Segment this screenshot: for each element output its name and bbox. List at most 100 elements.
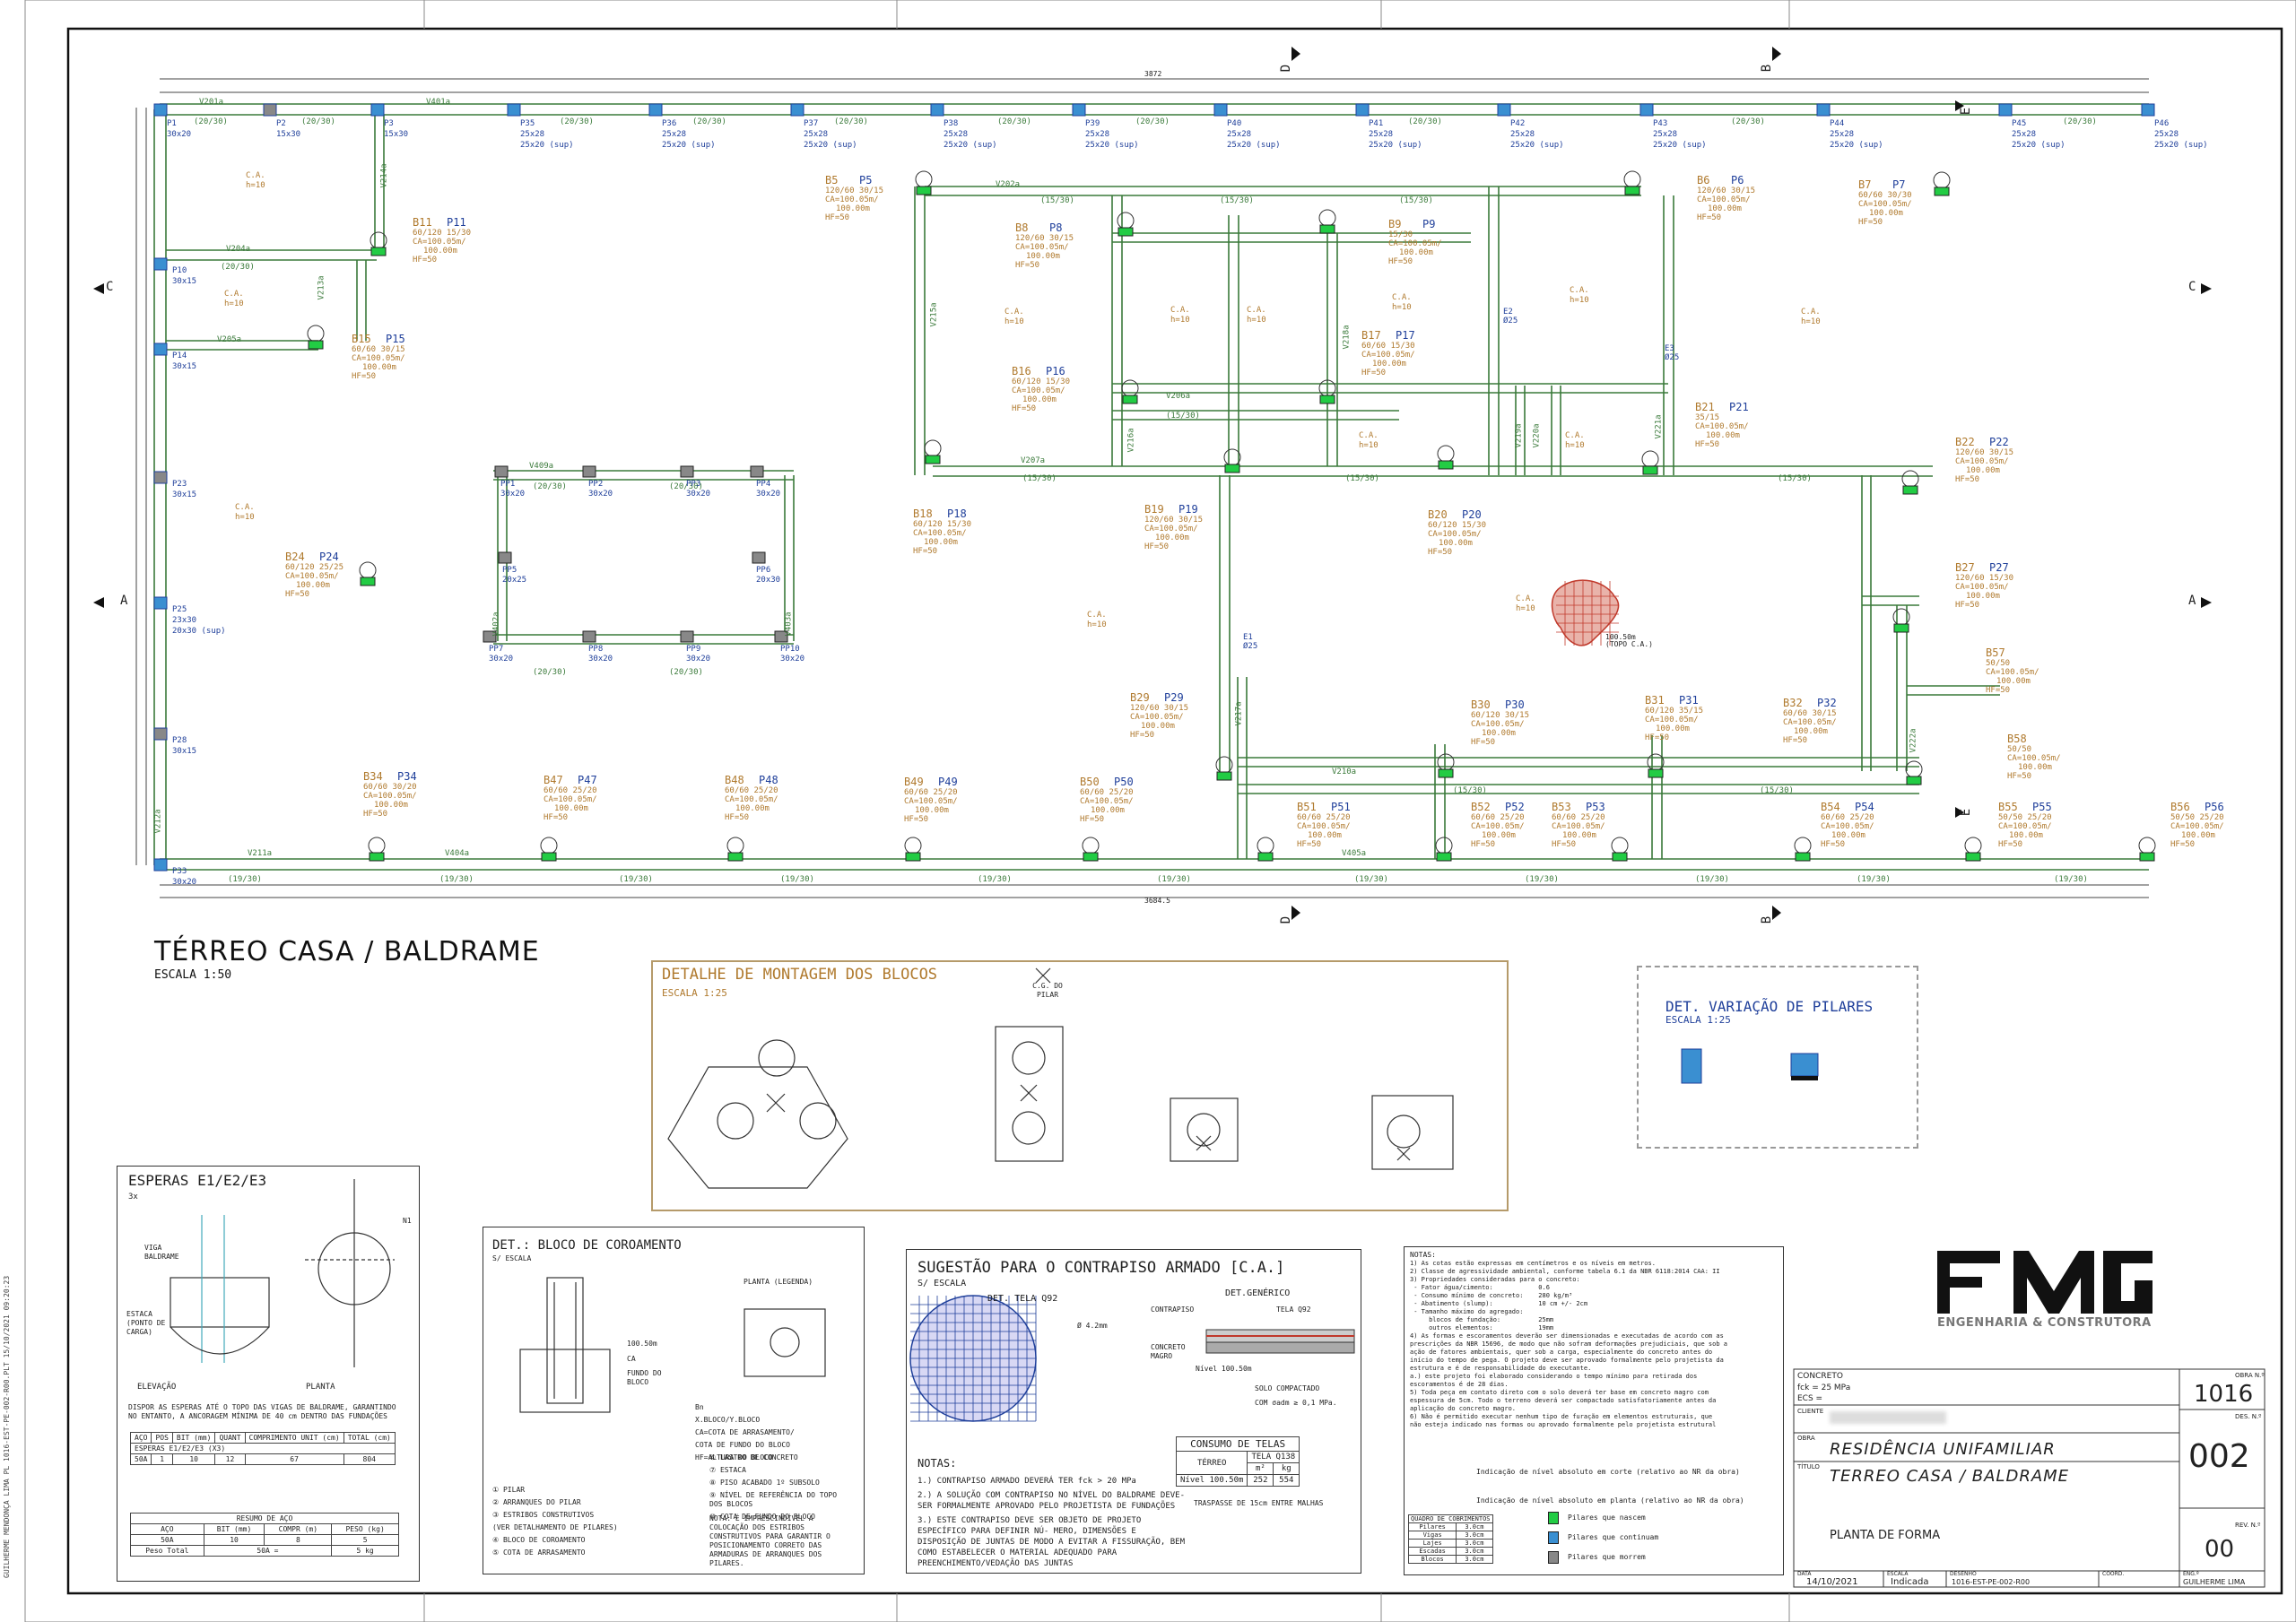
cob-cell-3-0: Escadas: [1407, 1547, 1457, 1556]
contrapiso-det-tela: DET. TELA Q92: [987, 1294, 1058, 1304]
block-symbol-8: [1318, 379, 1336, 404]
block-hf-b53: HF=50: [1552, 840, 1577, 849]
beam-size-17: (15/30): [1778, 474, 1812, 483]
block-label-b34: B34: [363, 770, 383, 783]
cob-title: QUADRO DE COBRIMENTOS: [1408, 1514, 1493, 1523]
contrapiso-nota-2: 3.) ESTE CONTRAPISO DEVE SER OBJETO DE P…: [918, 1516, 1186, 1568]
coro-item-0: ① PILAR: [492, 1486, 526, 1494]
pillar-size-p28: 30x15: [172, 747, 197, 756]
peso-total-label: Peso Total: [130, 1545, 204, 1557]
pillar-size-p37: 25x28: [804, 130, 829, 139]
block-ca2-b52: 100.00m: [1482, 831, 1516, 840]
beam-v214a: V214a: [379, 163, 389, 188]
tb-titulo-label: TÍTULO: [1797, 1463, 1820, 1470]
consumo-title: CONSUMO DE TELAS: [1175, 1436, 1300, 1452]
res-head-0: AÇO: [130, 1523, 204, 1535]
pillar-label-p1: P1: [167, 119, 177, 128]
section-e-bottom: E: [1959, 808, 1974, 817]
block-label-b8: B8: [1015, 221, 1029, 234]
block-symbol-22: [726, 837, 744, 862]
beam-size-28: (19/30): [2054, 875, 2088, 884]
block-ca1-b32: CA=100.05m/: [1783, 718, 1837, 727]
beam-size-1: (20/30): [301, 117, 335, 126]
block-ca1-b21: CA=100.05m/: [1695, 422, 1749, 431]
coro-item2-0: ⑥ LASTRO DE CONCRETO: [709, 1453, 798, 1462]
ca-label-1: C.A.: [224, 290, 244, 299]
block-ca2-b19: 100.00m: [1155, 533, 1189, 542]
pillar-label-p2: P2: [276, 119, 286, 128]
block-symbol-27: [1611, 837, 1629, 862]
consumo-r2: 554: [1273, 1474, 1300, 1487]
tb-titulo: TERREO CASA / BALDRAME: [1830, 1467, 2070, 1486]
pillar-size-p23: 30x15: [172, 490, 197, 499]
block-hf-b50: HF=50: [1080, 815, 1105, 824]
res-head-1: BIT (mm): [203, 1523, 265, 1535]
cob-cell-4-0: Blocos: [1407, 1555, 1457, 1564]
block-pillar-p49: P49: [938, 776, 958, 788]
block-pillar-p18: P18: [947, 507, 967, 520]
ca-label-2: C.A.: [1004, 308, 1024, 317]
block-label-b30: B30: [1471, 698, 1491, 711]
ca-h-9: h=10: [1087, 620, 1107, 629]
block-ca2-b16: 100.00m: [1022, 395, 1057, 404]
det-pilares-panel: DET. VARIAÇÃO DE PILARES ESCALA 1:25: [1637, 966, 1918, 1149]
pillar-label-p45: P45: [2012, 119, 2027, 128]
block-symbol-5: [370, 231, 387, 256]
beam-v222a: V222a: [1909, 728, 1918, 753]
cob-cell-0-1: 3.0cm: [1456, 1522, 1493, 1531]
pillar-size-p38: 25x28: [944, 130, 969, 139]
ca-h-3: h=10: [1170, 316, 1190, 325]
block-label-b22: B22: [1955, 436, 1975, 448]
block-ca2-b54: 100.00m: [1831, 831, 1866, 840]
esp-head-1: POS: [151, 1432, 173, 1444]
beam-size-7: (20/30): [1408, 117, 1442, 126]
section-b-bottom: B: [1760, 915, 1775, 924]
tb-desenho: 1016-EST-PE-002-R00: [1952, 1578, 2031, 1586]
coro-item2-4: ⑩ COTA DE FUNDO DO BLOCO: [709, 1513, 815, 1521]
block-pillar-p29: P29: [1164, 691, 1184, 704]
pillar-size-p36: 25x28: [662, 130, 687, 139]
block-ca1-b48: CA=100.05m/: [725, 795, 778, 804]
beam-v403a: V403a: [784, 612, 794, 637]
pillar-p41: [1355, 103, 1370, 117]
pp-size-pp1: 30x20: [500, 490, 526, 499]
block-ca1-b11: CA=100.05m/: [413, 238, 466, 247]
block-symbol-10: [1223, 448, 1241, 473]
block-dims-b19: 120/60 30/15: [1144, 516, 1204, 525]
block-symbol-26: [1435, 837, 1453, 862]
block-symbol-0: [915, 170, 933, 195]
cob-cell-4-1: 3.0cm: [1456, 1555, 1493, 1564]
pillar-p14: [153, 343, 168, 356]
pp-pillar-pp1: [494, 465, 509, 478]
block-hf-b47: HF=50: [544, 813, 569, 822]
block-pillar-p30: P30: [1505, 698, 1525, 711]
beam-size-18: (19/30): [228, 875, 262, 884]
tb-obra-n: 1016: [2194, 1381, 2254, 1408]
block-hf-b6: HF=50: [1697, 213, 1722, 222]
ca-label-5: C.A.: [1392, 293, 1412, 302]
beam-size-21: (19/30): [780, 875, 814, 884]
block-hf-b29: HF=50: [1130, 731, 1155, 740]
beam-v205a: V205a: [217, 335, 242, 344]
block-ca1-b24: CA=100.05m/: [285, 572, 339, 581]
block-ca1-b50: CA=100.05m/: [1080, 797, 1134, 806]
note-line-2: 3) Propriedades consideradas para o conc…: [1410, 1276, 1580, 1283]
contrapiso-graphic: [909, 1295, 1355, 1422]
block-hf-b52: HF=50: [1471, 840, 1496, 849]
contrapiso-title: SUGESTÃO PARA O CONTRAPISO ARMADO [C.A.]: [918, 1259, 1285, 1277]
block-ca1-b5: CA=100.05m/: [825, 195, 879, 204]
pillar-label-p44: P44: [1830, 119, 1845, 128]
block-dims-b15: 60/60 30/15: [352, 345, 405, 354]
block-dims-b5: 120/60 30/15: [825, 186, 884, 195]
section-e-top: E: [1959, 107, 1974, 116]
esperas-title: ESPERAS E1/E2/E3: [128, 1172, 267, 1189]
pillar-label-p23: P23: [172, 480, 187, 489]
plan-title: TÉRREO CASA / BALDRAME: [154, 936, 540, 967]
pillar-sup-p45: 25x20 (sup): [2012, 141, 2066, 150]
block-symbol-16: [1215, 756, 1233, 781]
pp-label-pp4: PP4: [756, 480, 771, 489]
beam-size-19: (19/30): [439, 875, 474, 884]
tb-desenho-label: DESENHO: [1950, 1571, 1977, 1577]
